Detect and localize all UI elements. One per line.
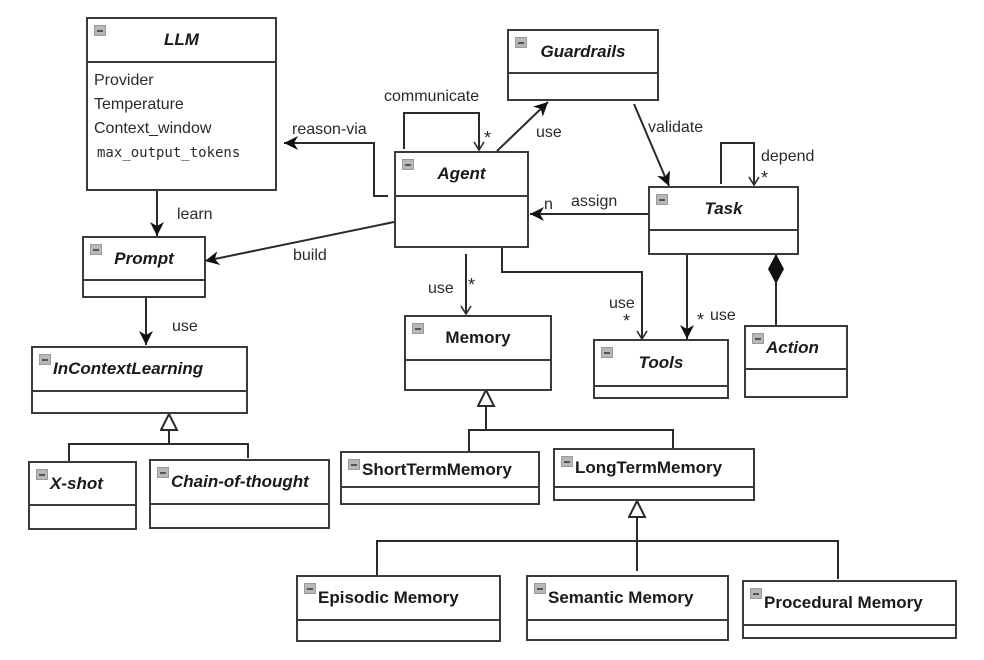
- class-agent[interactable]: Agent: [394, 151, 529, 248]
- relation-build: [204, 221, 395, 266]
- relation-agent-use-guardrails: [496, 101, 549, 152]
- collapse-icon[interactable]: [36, 469, 48, 480]
- label-prompt-use: use: [172, 318, 198, 335]
- generalization-episodic: [376, 540, 839, 579]
- collapse-icon[interactable]: [515, 37, 527, 48]
- class-guardrails[interactable]: Guardrails: [507, 29, 659, 101]
- label-assign: assign: [571, 193, 618, 210]
- label-task-tools-multiplicity: *: [697, 310, 705, 330]
- class-name: Memory: [445, 328, 511, 347]
- label-assign-multiplicity: n: [544, 196, 553, 213]
- label-learn: learn: [177, 206, 213, 223]
- label-build: build: [293, 247, 327, 264]
- class-name: ShortTermMemory: [362, 459, 512, 479]
- collapse-icon[interactable]: [157, 467, 169, 478]
- class-llm[interactable]: LLM Provider Temperature Context_window …: [86, 17, 277, 191]
- relation-communicate: [403, 112, 485, 152]
- label-communicate-multiplicity: *: [484, 128, 492, 148]
- class-x-shot[interactable]: X-shot: [28, 461, 137, 530]
- class-procedural-memory[interactable]: Procedural Memory: [742, 580, 957, 639]
- label-agent-use-guardrails: use: [536, 124, 562, 141]
- collapse-icon[interactable]: [94, 25, 106, 36]
- class-name: Action: [766, 337, 819, 357]
- class-short-term-memory[interactable]: ShortTermMemory: [340, 451, 540, 505]
- class-action[interactable]: Action: [744, 325, 848, 398]
- class-tools[interactable]: Tools: [593, 339, 729, 399]
- collapse-icon[interactable]: [561, 456, 573, 467]
- class-name: Chain-of-thought: [171, 472, 309, 491]
- generalization-ltm: [486, 429, 674, 448]
- class-name: Prompt: [114, 248, 174, 268]
- collapse-icon[interactable]: [402, 159, 414, 170]
- label-agent-memory-multiplicity: *: [468, 275, 476, 295]
- class-memory[interactable]: Memory: [404, 315, 552, 391]
- attribute: Provider: [94, 72, 154, 89]
- label-depend-multiplicity: *: [761, 168, 769, 188]
- class-in-context-learning[interactable]: InContextLearning: [31, 346, 248, 414]
- class-chain-of-thought[interactable]: Chain-of-thought: [149, 459, 330, 529]
- class-episodic-memory[interactable]: Episodic Memory: [296, 575, 501, 642]
- class-name: Tools: [638, 353, 684, 372]
- label-reason-via: reason-via: [292, 121, 367, 138]
- collapse-icon[interactable]: [90, 244, 102, 255]
- class-task[interactable]: Task: [648, 186, 799, 255]
- class-name: Guardrails: [540, 41, 626, 61]
- class-name: Agent: [437, 164, 486, 183]
- label-validate: validate: [648, 119, 704, 136]
- label-task-use-tools: use: [710, 307, 736, 324]
- attribute: Temperature: [94, 96, 184, 113]
- label-communicate: communicate: [384, 88, 480, 105]
- class-name: LongTermMemory: [575, 458, 723, 477]
- attribute-list: Provider Temperature Context_window max_…: [88, 63, 275, 165]
- collapse-icon[interactable]: [752, 333, 764, 344]
- relation-agent-use-tools: [501, 248, 648, 341]
- generalization-xshot: [68, 443, 169, 461]
- class-name: Semantic Memory: [548, 588, 694, 607]
- collapse-icon[interactable]: [656, 194, 668, 205]
- collapse-icon[interactable]: [534, 583, 546, 594]
- class-semantic-memory[interactable]: Semantic Memory: [526, 575, 729, 641]
- collapse-icon[interactable]: [304, 583, 316, 594]
- collapse-icon[interactable]: [750, 588, 762, 599]
- class-name: LLM: [164, 30, 199, 49]
- relation-validate: [633, 103, 670, 187]
- attribute: max_output_tokens: [97, 145, 241, 161]
- attribute: Context_window: [94, 120, 212, 137]
- relation-depend: [720, 142, 760, 187]
- label-depend: depend: [761, 148, 815, 165]
- collapse-icon[interactable]: [39, 354, 51, 365]
- label-agent-tools-multiplicity: *: [623, 311, 631, 331]
- label-agent-use-memory: use: [428, 280, 454, 297]
- class-name: X-shot: [50, 473, 103, 493]
- generalization-cot: [169, 443, 249, 458]
- class-prompt[interactable]: Prompt: [82, 236, 206, 298]
- collapse-icon[interactable]: [601, 347, 613, 358]
- collapse-icon[interactable]: [348, 459, 360, 470]
- class-name: Task: [704, 198, 743, 218]
- class-long-term-memory[interactable]: LongTermMemory: [553, 448, 755, 501]
- class-name: Procedural Memory: [764, 593, 923, 612]
- generalization-stm: [468, 429, 486, 451]
- label-agent-use-tools: use: [609, 295, 635, 312]
- class-name: InContextLearning: [53, 359, 204, 378]
- relation-reason-via: [284, 136, 388, 197]
- class-name: Episodic Memory: [318, 588, 459, 607]
- collapse-icon[interactable]: [412, 323, 424, 334]
